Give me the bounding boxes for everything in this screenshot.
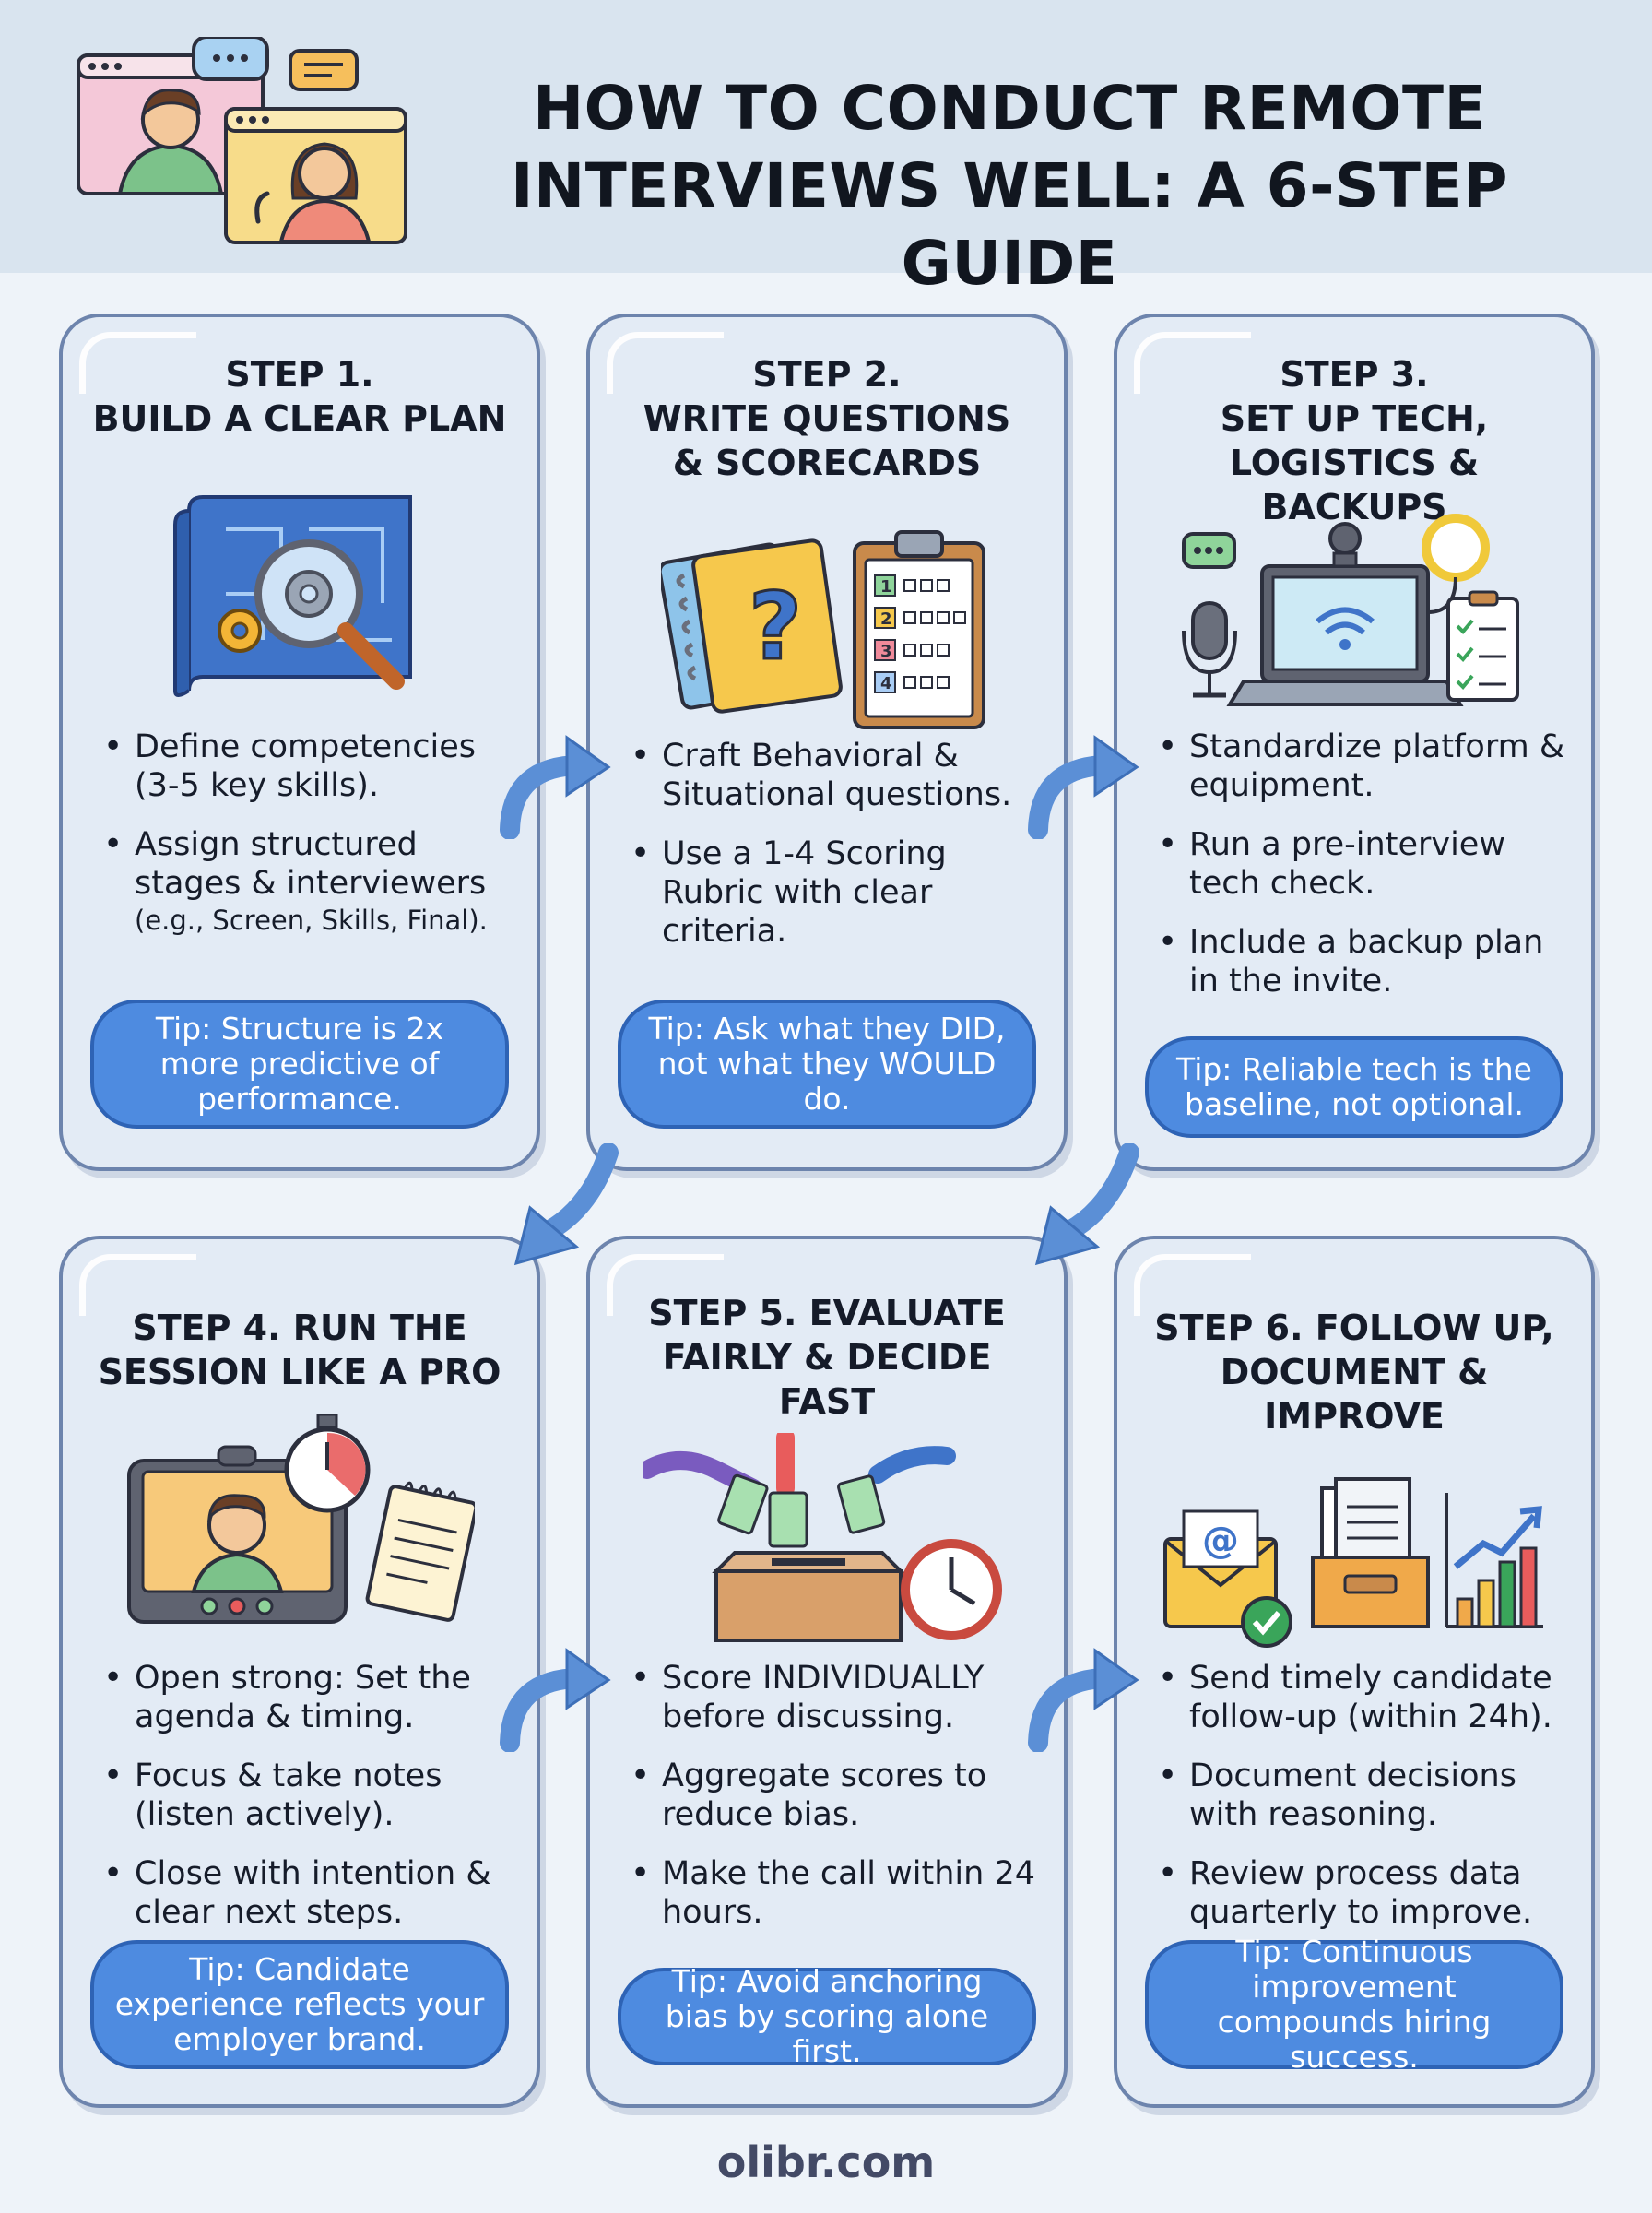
list-item: Close with intention & clear next steps. — [103, 1854, 516, 1932]
step-6-title: STEP 6. FOLLOW UP, DOCUMENT & IMPROVE — [1136, 1306, 1573, 1438]
bullet-text: Run a pre-interview tech check. — [1189, 826, 1505, 902]
step-1-tip: Tip: Structure is 2x more predictive of … — [90, 1000, 509, 1129]
step-card-6: STEP 6. FOLLOW UP, DOCUMENT & IMPROVE @ … — [1114, 1236, 1595, 2108]
header-banner: HOW TO CONDUCT REMOTE INTERVIEWS WELL: A… — [0, 0, 1652, 299]
laptop-mic-ringlight-icon — [1182, 514, 1519, 706]
bullet-text: Review process data quarterly to improve… — [1189, 1855, 1533, 1931]
bullet-text: Aggregate scores to reduce bias. — [662, 1757, 987, 1833]
ballot-box-voting-icon — [643, 1433, 1002, 1642]
video-interview-icon — [77, 37, 407, 244]
page-title: HOW TO CONDUCT REMOTE INTERVIEWS WELL: A… — [415, 70, 1604, 302]
step-card-2: STEP 2. WRITE QUESTIONS & SCORECARDS ? 1… — [586, 314, 1068, 1171]
footer-brand[interactable]: olibr.com — [716, 2137, 936, 2187]
list-item: Review process data quarterly to improve… — [1158, 1854, 1571, 1932]
step-3-bullets: Standardize platform & equipment. Run a … — [1158, 728, 1571, 1021]
arrow-right-icon — [1028, 735, 1139, 839]
list-item: Document decisions with reasoning. — [1158, 1757, 1571, 1834]
step-1-title-line-2: BUILD A CLEAR PLAN — [92, 398, 507, 439]
step-4-title-line-2: SESSION LIKE A PRO — [98, 1352, 502, 1392]
bullet-text: Craft Behavioral & Situational questions… — [662, 738, 1012, 813]
bullet-text: Assign structured stages & interviewers — [135, 826, 487, 902]
step-4-tip: Tip: Candidate experience reflects your … — [90, 1940, 509, 2069]
bullet-text: Make the call within 24 hours. — [662, 1855, 1035, 1931]
list-item: Use a 1-4 Scoring Rubric with clear crit… — [631, 834, 1044, 951]
step-5-bullets: Score INDIVIDUALLY before discussing. Ag… — [631, 1659, 1044, 1952]
list-item: Make the call within 24 hours. — [631, 1854, 1044, 1932]
step-2-title-line-3: & SCORECARDS — [672, 443, 982, 483]
svg-text:?: ? — [749, 573, 802, 680]
arrow-down-left-icon — [513, 1143, 619, 1266]
step-card-5: STEP 5. EVALUATE FAIRLY & DECIDE FAST Sc… — [586, 1236, 1068, 2108]
step-1-bullets: Define competencies (3-5 key skills). As… — [103, 728, 516, 958]
arrow-right-icon — [500, 735, 611, 839]
bullet-text: Include a backup plan in the invite. — [1189, 924, 1544, 1000]
bullet-text: Standardize platform & equipment. — [1189, 728, 1565, 804]
scorecard-number-4: 4 — [880, 674, 892, 693]
email-inbox-growth-chart-icon: @ — [1163, 1477, 1543, 1648]
step-card-1: STEP 1. BUILD A CLEAR PLAN Define compet… — [59, 314, 540, 1171]
blueprint-magnifier-gear-icon — [173, 495, 412, 697]
title-line-1: HOW TO CONDUCT REMOTE — [532, 73, 1487, 144]
step-2-title: STEP 2. WRITE QUESTIONS & SCORECARDS — [608, 352, 1045, 485]
step-6-bullets: Send timely candidate follow-up (within … — [1158, 1659, 1571, 1952]
email-at-symbol: @ — [1202, 1520, 1239, 1562]
title-line-2: INTERVIEWS WELL: A 6-STEP GUIDE — [510, 150, 1508, 299]
step-6-tip: Tip: Continuous improvement compounds hi… — [1145, 1935, 1564, 2075]
step-1-title-line-1: STEP 1. — [225, 354, 374, 395]
arrow-right-icon — [1028, 1648, 1139, 1752]
step-card-4: STEP 4. RUN THE SESSION LIKE A PRO Open … — [59, 1236, 540, 2108]
scorecard-number-3: 3 — [880, 642, 892, 661]
video-call-stopwatch-notepad-icon — [127, 1414, 475, 1624]
list-item: Score INDIVIDUALLY before discussing. — [631, 1659, 1044, 1736]
step-card-3: STEP 3. SET UP TECH, LOGISTICS & BACKUPS… — [1114, 314, 1595, 1171]
step-5-title: STEP 5. EVALUATE FAIRLY & DECIDE FAST — [608, 1291, 1045, 1424]
list-item: Send timely candidate follow-up (within … — [1158, 1659, 1571, 1736]
list-item: Assign structured stages & interviewers(… — [103, 825, 516, 938]
arrow-right-icon — [500, 1648, 611, 1752]
step-4-bullets: Open strong: Set the agenda & timing. Fo… — [103, 1659, 516, 1952]
bullet-text: Close with intention & clear next steps. — [135, 1855, 491, 1931]
step-5-title-line-2: FAIRLY & DECIDE — [662, 1337, 992, 1378]
scorecard-number-2: 2 — [880, 609, 892, 629]
list-item: Standardize platform & equipment. — [1158, 728, 1571, 805]
arrow-down-left-icon — [1034, 1143, 1139, 1266]
step-3-title-line-2: SET UP TECH, — [1220, 398, 1489, 439]
question-notebook-clipboard-icon: ? 1 2 3 4 — [661, 530, 985, 729]
list-item: Focus & take notes (listen actively). — [103, 1757, 516, 1834]
step-3-title-line-1: STEP 3. — [1280, 354, 1429, 395]
list-item: Open strong: Set the agenda & timing. — [103, 1659, 516, 1736]
step-3-tip: Tip: Reliable tech is the baseline, not … — [1145, 1036, 1564, 1138]
list-item: Include a backup plan in the invite. — [1158, 923, 1571, 1000]
step-1-title: STEP 1. BUILD A CLEAR PLAN — [81, 352, 518, 441]
bullet-text: Score INDIVIDUALLY before discussing. — [662, 1660, 985, 1735]
bullet-text: Open strong: Set the agenda & timing. — [135, 1660, 471, 1735]
step-6-title-line-1: STEP 6. FOLLOW UP, — [1154, 1308, 1554, 1348]
step-2-tip: Tip: Ask what they DID, not what they WO… — [618, 1000, 1036, 1129]
step-5-tip: Tip: Avoid anchoring bias by scoring alo… — [618, 1964, 1036, 2069]
step-4-title: STEP 4. RUN THE SESSION LIKE A PRO — [81, 1306, 518, 1394]
step-3-title-line-3: LOGISTICS & BACKUPS — [1229, 443, 1480, 527]
scorecard-number-1: 1 — [880, 577, 892, 597]
step-5-title-line-3: FAST — [778, 1381, 876, 1422]
bullet-text: Define competencies (3-5 key skills). — [135, 728, 477, 804]
list-item: Aggregate scores to reduce bias. — [631, 1757, 1044, 1834]
list-item: Run a pre-interview tech check. — [1158, 825, 1571, 903]
list-item: Craft Behavioral & Situational questions… — [631, 737, 1044, 814]
list-item: Define competencies (3-5 key skills). — [103, 728, 516, 805]
step-6-title-line-2: DOCUMENT & IMPROVE — [1220, 1352, 1489, 1437]
bullet-note: (e.g., Screen, Skills, Final). — [135, 905, 488, 936]
step-2-title-line-1: STEP 2. — [752, 354, 902, 395]
step-2-bullets: Craft Behavioral & Situational questions… — [631, 737, 1044, 971]
bullet-text: Use a 1-4 Scoring Rubric with clear crit… — [662, 835, 947, 950]
step-5-title-line-1: STEP 5. EVALUATE — [648, 1293, 1006, 1333]
bullet-text: Document decisions with reasoning. — [1189, 1757, 1516, 1833]
step-3-title: STEP 3. SET UP TECH, LOGISTICS & BACKUPS — [1136, 352, 1573, 529]
bullet-text: Focus & take notes (listen actively). — [135, 1757, 442, 1833]
step-4-title-line-1: STEP 4. RUN THE — [132, 1308, 467, 1348]
step-2-title-line-2: WRITE QUESTIONS — [643, 398, 1011, 439]
bullet-text: Send timely candidate follow-up (within … — [1189, 1660, 1552, 1735]
